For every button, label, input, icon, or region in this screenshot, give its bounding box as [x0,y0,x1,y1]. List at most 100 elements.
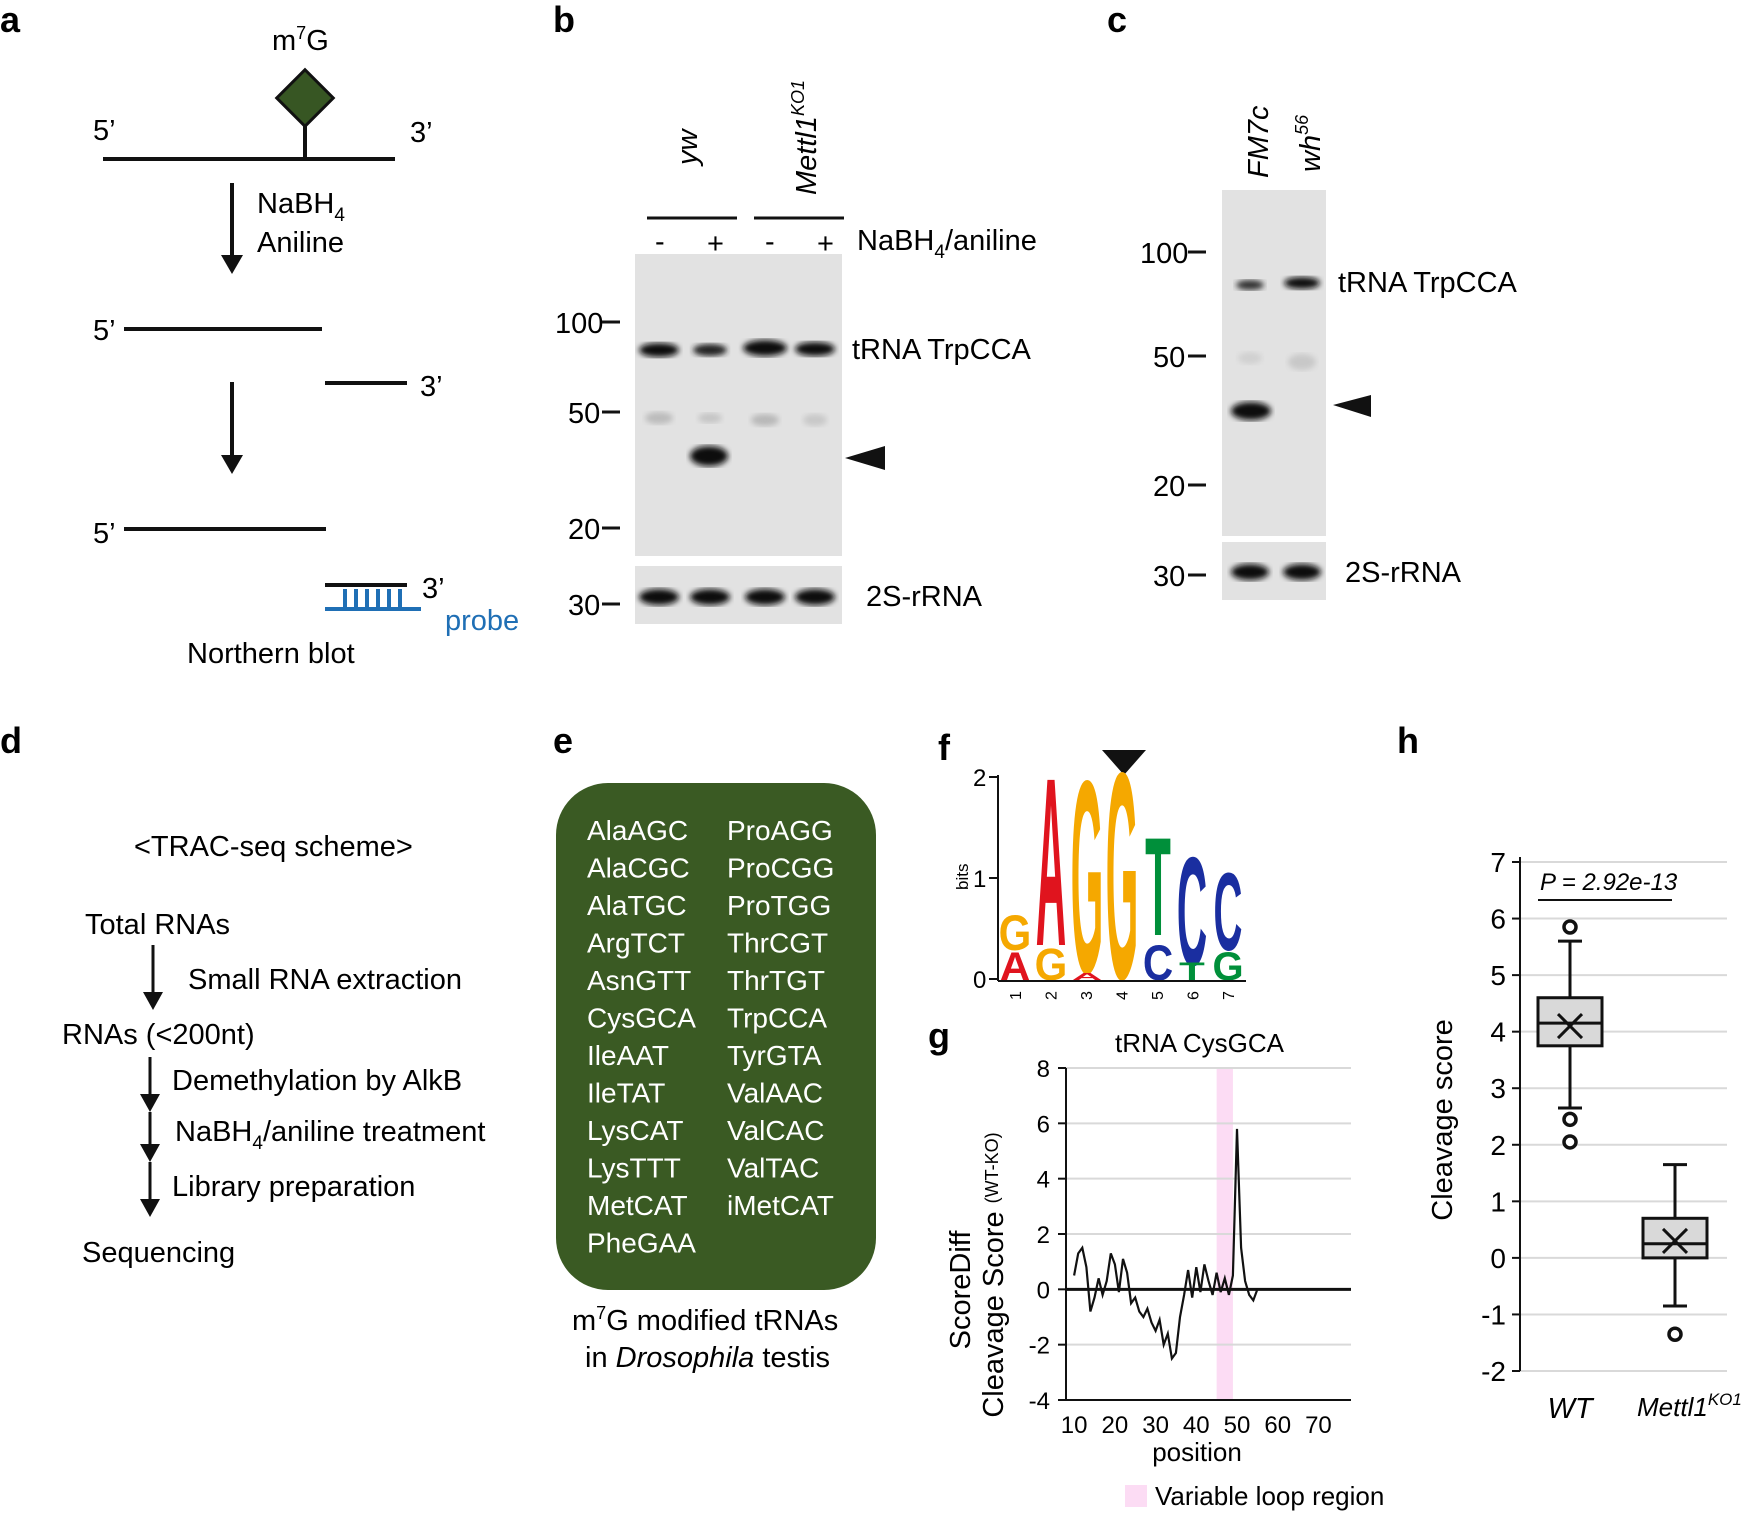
arrow-down-icon [221,255,243,274]
arrow-down-icon [140,1094,160,1112]
reagent2-label: Aniline [257,227,344,259]
chart-title: tRNA CysGCA [1115,1028,1285,1058]
logo-position-label: 1 [1008,991,1025,1000]
y-tick-label: 4 [1037,1167,1050,1194]
svg-text:C: C [1214,850,1243,974]
logo-position-label: 4 [1115,991,1132,1000]
trna-item: ValCAC [727,1115,825,1146]
trna-item: LysTTT [587,1153,681,1184]
logo-ytick-1: 1 [973,866,986,893]
action-extraction: Small RNA extraction [188,964,462,996]
group-label-wt: WT [1547,1393,1594,1425]
outlier-point [1562,1111,1578,1128]
lane-minus: - [655,226,665,258]
svg-text:G: G [1212,945,1243,989]
panel-c: c FM7c wh56 100 50 20 30 tRNA TrpCCA 2S-… [1107,0,1518,600]
marker-50: 50 [1153,342,1185,374]
trna-item: ArgTCT [587,928,685,959]
lane-minus: - [765,226,775,258]
step-small-rnas: RNAs (<200nt) [62,1019,255,1051]
three-prime-label-3: 3’ [422,573,445,605]
y-tick-label: 1 [1490,1186,1506,1217]
y-tick-label: -2 [1029,1333,1050,1360]
three-prime-label: 3’ [410,117,433,149]
trna-item: ThrCGT [727,928,828,959]
marker-30: 30 [1153,561,1185,593]
svg-text:C: C [1177,826,1207,999]
series-line [1073,1128,1347,1362]
arrow-down-icon [140,1144,160,1162]
y-tick-label: -2 [1481,1356,1506,1387]
panel-label-b: b [553,0,575,40]
y-tick-label: 0 [1490,1243,1506,1274]
marker-20: 20 [568,514,600,546]
group-label-mettl1: Mettl1KO1 [1637,1390,1742,1422]
gel-bands [1231,277,1321,580]
y-axis-label-line1: ScoreDiff [945,1230,977,1350]
svg-text:C: C [1143,935,1173,991]
outlier-point [1667,1326,1683,1342]
trna-item: IleAAT [587,1040,669,1071]
probe-icon [325,583,421,611]
x-tick-label: 20 [1102,1412,1129,1439]
panel-d: d <TRAC-seq scheme> Total RNAs Small RNA… [0,720,485,1269]
y-tick-label: -1 [1481,1299,1506,1330]
panel-label-g: g [928,1015,950,1056]
cleavage-arrowhead-icon [845,446,885,470]
y-tick-label: 7 [1490,847,1506,878]
trna-item: MetCAT [587,1190,688,1221]
x-axis-label: position [1152,1437,1242,1467]
step-sequencing: Sequencing [82,1237,235,1269]
lane-wh56: wh56 [1292,114,1327,172]
x-tick-label: 60 [1264,1412,1291,1439]
trna-item: ThrTGT [727,965,825,996]
logo-position-label: 3 [1079,991,1096,1000]
trna-item: IleTAT [587,1078,665,1109]
band-label-trna: tRNA TrpCCA [1338,267,1518,299]
five-prime-label: 5’ [93,115,116,147]
x-tick-label: 40 [1183,1412,1210,1439]
mod-label: m7G [272,23,329,57]
action-library: Library preparation [172,1171,415,1203]
trna-item: TrpCCA [727,1003,827,1034]
action-demethylation: Demethylation by AlkB [172,1065,462,1097]
svg-text:T: T [1145,808,1171,965]
p-value: P = 2.92e-13 [1540,869,1678,896]
trna-item: AlaCGC [587,853,690,884]
gel-bands [639,340,835,605]
m7g-diamond-icon [274,67,336,129]
trna-item: AsnGTT [587,965,691,996]
arrow-down-icon [140,1199,160,1217]
trna-item: ProAGG [727,815,833,846]
lane-plus: + [707,228,724,260]
box [1641,1216,1709,1260]
panel-f: f 2 1 0 bits G A A G G A G T C C T C G 1… [938,711,1246,1041]
scheme-title: <TRAC-seq scheme> [134,831,413,863]
list-caption-line1: m7G modified tRNAs [572,1303,838,1337]
northern-blot-label: Northern blot [187,638,355,670]
trna-item: ValAAC [727,1078,823,1109]
lane-group-yw: yw [672,128,704,168]
arrow-down-icon [221,455,243,474]
outlier-point [1562,919,1578,935]
arrow-down-icon [143,992,163,1010]
trna-item: PheGAA [587,1228,696,1259]
y-axis-label-line2: Cleavage Score(WT-KO) [978,1132,1010,1417]
marker-20: 20 [1153,471,1185,503]
logo-position-label: 2 [1044,991,1061,1000]
panel-label-h: h [1397,720,1419,761]
logo-position-label: 6 [1186,991,1203,1000]
x-tick-label: 50 [1224,1412,1251,1439]
y-tick-label: 4 [1490,1017,1506,1048]
y-tick-label: 3 [1490,1073,1506,1104]
trna-list-box [556,783,876,1290]
y-tick-label: 5 [1490,960,1506,991]
x-tick-label: 10 [1061,1412,1088,1439]
trna-item: LysCAT [587,1115,683,1146]
three-prime-label-2: 3’ [420,371,443,403]
five-prime-label-3: 5’ [93,518,116,550]
logo-position-label: 5 [1150,991,1167,1000]
y-tick-label: 2 [1037,1222,1050,1249]
svg-text:G: G [1106,711,1139,1041]
